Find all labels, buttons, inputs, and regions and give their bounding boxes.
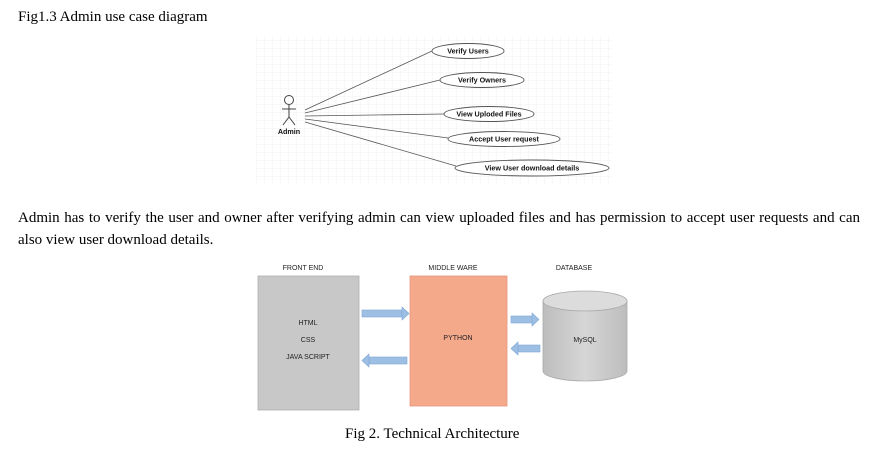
actor-label: Admin [278,127,300,136]
use-case-view-uploaded-files [443,106,535,122]
use-case-accept-user-request [447,131,561,147]
association-line [304,50,433,111]
use-case-label: Verify Owners [458,76,506,85]
body-paragraph: Admin has to verify the user and owner a… [18,210,860,248]
use-case-label: Accept User request [469,135,540,144]
use-case-label: View Uploded Files [456,110,521,119]
use-case-verify-owners [439,72,525,88]
stick-figure-actor-icon [282,95,296,126]
association-line [304,118,449,139]
association-line [304,113,446,117]
use-case-view-user-download-details [454,159,610,177]
use-case-label: Verify Users [447,47,489,56]
figure1-caption: Fig1.3 Admin use case diagram [18,9,208,25]
use-case-verify-users [431,43,505,59]
use-case-label: View User download details [485,164,580,173]
association-line [304,121,457,167]
association-line [304,79,441,114]
figure2-caption: Fig 2. Technical Architecture [345,426,520,442]
